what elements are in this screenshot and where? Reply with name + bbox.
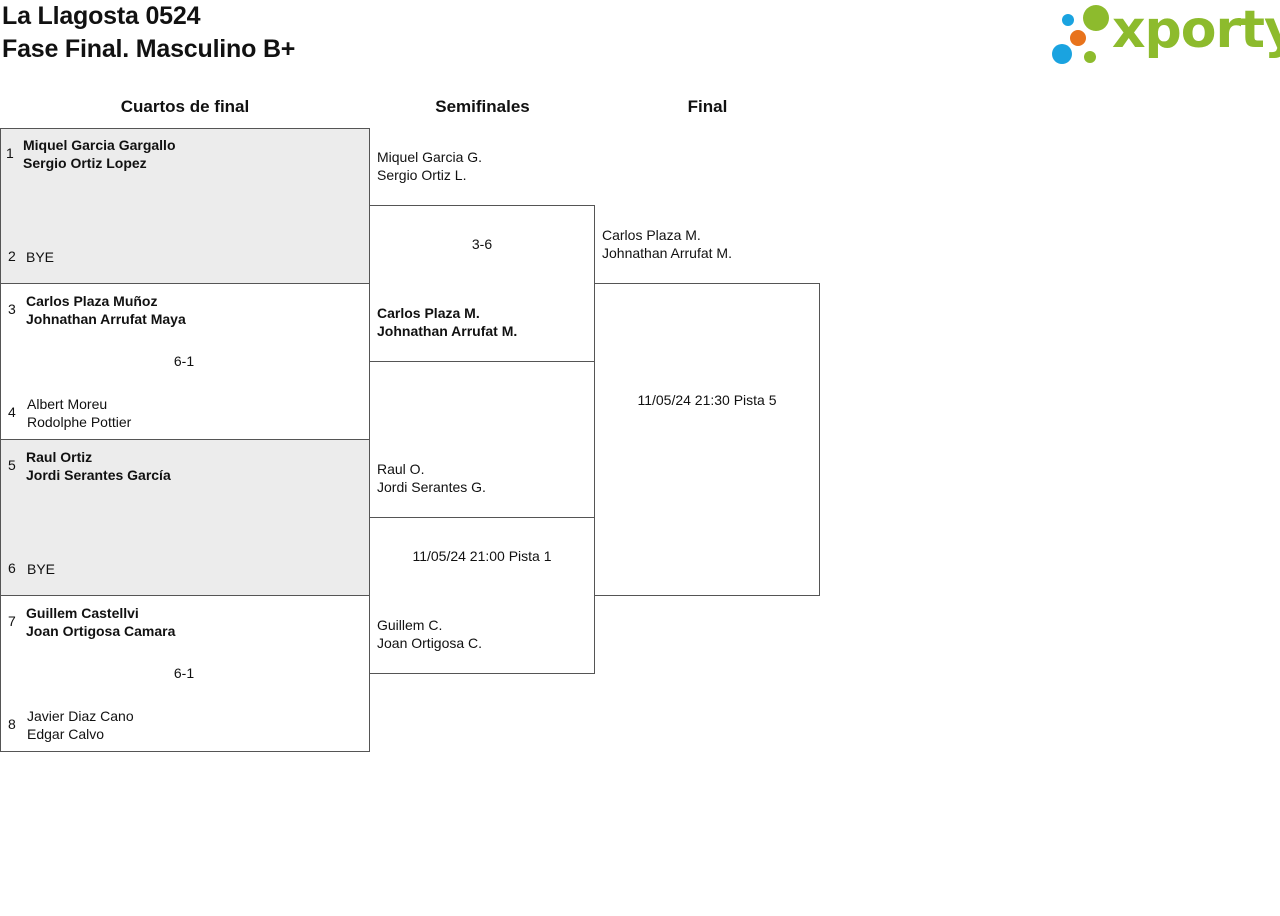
column-quarterfinals: Cuartos de final bbox=[120, 97, 250, 116]
team-entry: BYE bbox=[27, 560, 55, 578]
team-entry: Guillem Castellvi Joan Ortigosa Camara bbox=[26, 604, 175, 640]
team-entry: Carlos Plaza M. Johnathan Arrufat M. bbox=[377, 304, 517, 340]
team-entry: Albert Moreu Rodolphe Pottier bbox=[27, 395, 131, 431]
player-name: Rodolphe Pottier bbox=[27, 414, 132, 430]
team-entry: Carlos Plaza M. Johnathan Arrufat M. bbox=[602, 226, 732, 262]
player-name: Javier Diaz Cano bbox=[27, 708, 134, 724]
seed-number: 2 bbox=[8, 248, 16, 264]
player-name: Albert Moreu bbox=[27, 396, 108, 412]
seed-number: 3 bbox=[8, 301, 16, 317]
team-entry: Raul O. Jordi Serantes G. bbox=[377, 460, 486, 496]
seed-number: 6 bbox=[8, 560, 16, 576]
player-name: BYE bbox=[27, 561, 56, 577]
match-score: 6-1 bbox=[173, 665, 195, 681]
final-match[interactable] bbox=[594, 283, 820, 596]
player-name: Sergio Ortiz L. bbox=[377, 167, 467, 183]
team-entry: Miquel Garcia Gargallo Sergio Ortiz Lope… bbox=[23, 136, 176, 172]
tournament-title: La Llagosta 0524 bbox=[2, 2, 201, 30]
player-name: Miquel Garcia G. bbox=[377, 149, 483, 165]
quarterfinal-match-3[interactable] bbox=[0, 439, 370, 596]
team-entry: Miquel Garcia G. Sergio Ortiz L. bbox=[377, 148, 482, 184]
team-entry: BYE bbox=[26, 248, 54, 266]
player-name: Raul Ortiz bbox=[26, 449, 93, 465]
match-score: 6-1 bbox=[173, 353, 195, 369]
xporty-logo: xporty bbox=[1050, 0, 1280, 66]
team-entry: Raul Ortiz Jordi Serantes García bbox=[26, 448, 171, 484]
column-semifinals: Semifinales bbox=[435, 97, 530, 116]
player-name: Joan Ortigosa C. bbox=[377, 635, 483, 651]
player-name: Joan Ortigosa Camara bbox=[26, 623, 176, 639]
match-schedule: 11/05/24 21:30 Pista 5 bbox=[637, 392, 777, 408]
player-name: Guillem Castellvi bbox=[26, 605, 139, 621]
player-name: Sergio Ortiz Lopez bbox=[23, 155, 147, 171]
player-name: Carlos Plaza Muñoz bbox=[26, 293, 158, 309]
player-name: Johnathan Arrufat Maya bbox=[26, 311, 186, 327]
column-final: Final bbox=[687, 97, 728, 116]
player-name: Carlos Plaza M. bbox=[602, 227, 701, 243]
player-name: Miquel Garcia Gargallo bbox=[23, 137, 176, 153]
player-name: Raul O. bbox=[377, 461, 425, 477]
seed-number: 7 bbox=[8, 613, 16, 629]
team-entry: Guillem C. Joan Ortigosa C. bbox=[377, 616, 482, 652]
quarterfinal-match-1[interactable] bbox=[0, 128, 370, 284]
team-entry: Carlos Plaza Muñoz Johnathan Arrufat May… bbox=[26, 292, 186, 328]
seed-number: 1 bbox=[6, 145, 14, 161]
seed-number: 8 bbox=[8, 716, 16, 732]
player-name: Guillem C. bbox=[377, 617, 443, 633]
match-schedule: 11/05/24 21:00 Pista 1 bbox=[412, 548, 552, 564]
team-entry: Javier Diaz Cano Edgar Calvo bbox=[27, 707, 134, 743]
seed-number: 4 bbox=[8, 404, 16, 420]
player-name: Jordi Serantes García bbox=[26, 467, 171, 483]
player-name: Jordi Serantes G. bbox=[377, 479, 486, 495]
phase-title: Fase Final. Masculino B+ bbox=[2, 35, 296, 63]
player-name: Johnathan Arrufat M. bbox=[602, 245, 732, 261]
player-name: Carlos Plaza M. bbox=[377, 305, 480, 321]
player-name: BYE bbox=[26, 249, 55, 265]
match-score: 3-6 bbox=[471, 236, 493, 252]
player-name: Edgar Calvo bbox=[27, 726, 105, 742]
logo-text: xporty bbox=[1112, 0, 1280, 60]
logo-dots-icon bbox=[1052, 5, 1109, 64]
seed-number: 5 bbox=[8, 457, 16, 473]
player-name: Johnathan Arrufat M. bbox=[377, 323, 518, 339]
